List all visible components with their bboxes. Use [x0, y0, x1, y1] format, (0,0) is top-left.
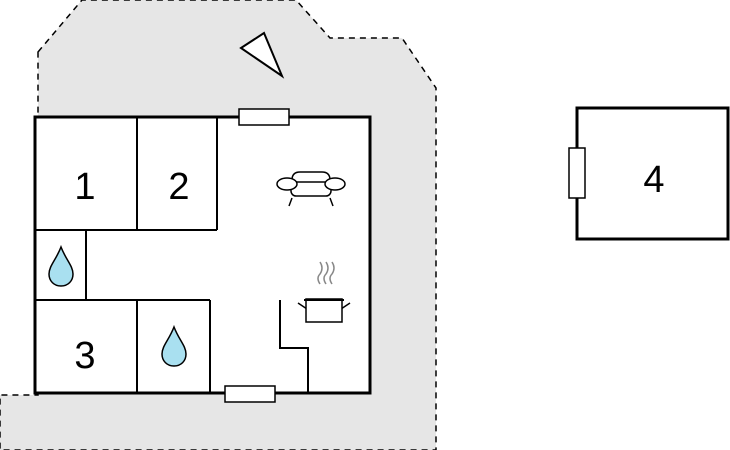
interior-walls [35, 117, 309, 393]
water-drop-icon [48, 244, 74, 287]
house-interior [35, 117, 370, 393]
window-icon [568, 147, 586, 199]
north-arrow-icon [239, 31, 285, 79]
cooking-pot-icon [297, 261, 351, 323]
room-3-label: 3 [74, 335, 95, 377]
room-1-label: 1 [74, 166, 95, 208]
room-4-label: 4 [643, 159, 664, 201]
sofa-icon [276, 171, 346, 207]
window-icon [224, 385, 276, 403]
house-outer-wall [33, 115, 372, 395]
window-icon [238, 108, 290, 126]
room-2-label: 2 [168, 166, 189, 208]
water-drop-icon [161, 324, 187, 367]
